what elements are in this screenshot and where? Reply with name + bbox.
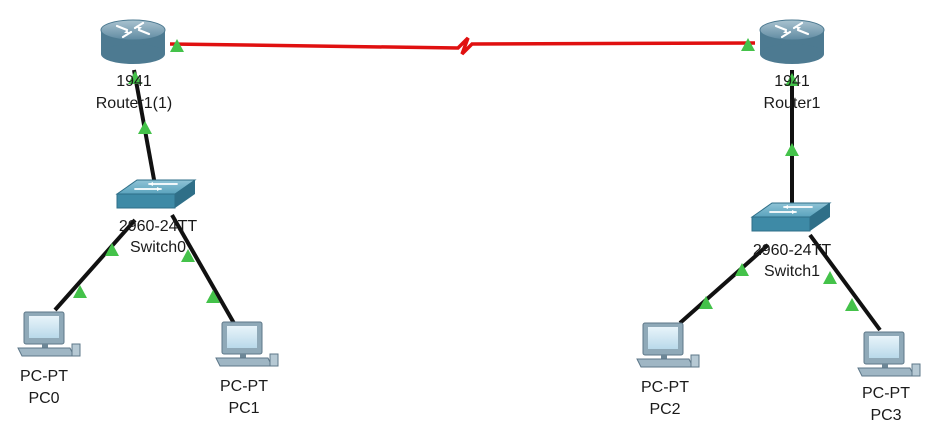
device-model-label: 1941 [774, 73, 810, 90]
switch-left[interactable]: 2960-24TT Switch0 [116, 179, 197, 256]
pc2[interactable]: PC-PT PC2 [636, 322, 700, 418]
device-model-label: PC-PT [862, 385, 910, 402]
device-model-label: 2960-24TT [119, 218, 197, 235]
device-name-label: PC3 [870, 407, 901, 424]
ethernet-link-switch-right-pc2[interactable] [678, 243, 770, 325]
link-up-indicator [823, 271, 837, 284]
router-right[interactable]: 1941 Router1 [758, 18, 826, 112]
link-up-indicator [138, 121, 152, 134]
router-icon [758, 18, 826, 66]
switch-icon [751, 202, 831, 232]
switch-right[interactable]: 2960-24TT Switch1 [751, 202, 831, 280]
device-name-label: PC0 [28, 390, 59, 407]
pc3[interactable]: PC-PT PC3 [857, 331, 921, 424]
device-model-label: 2960-24TT [753, 242, 831, 259]
device-name-label: Switch0 [130, 239, 186, 256]
device-name-label: PC1 [228, 400, 259, 417]
router-left[interactable]: 1941 Router1(1) [96, 18, 172, 112]
device-name-label: Switch1 [764, 263, 820, 280]
device-model-label: PC-PT [220, 378, 268, 395]
device-model-label: 1941 [116, 73, 152, 90]
router-icon [99, 18, 167, 66]
pc-icon [636, 322, 700, 368]
links-layer [53, 36, 882, 332]
device-name-label: Router1 [764, 95, 821, 112]
ethernet-link-switch-left-pc1[interactable] [170, 214, 237, 326]
pc-icon [17, 311, 81, 357]
device-model-label: PC-PT [641, 379, 689, 396]
link-up-indicator [785, 143, 799, 156]
pc1[interactable]: PC-PT PC1 [215, 321, 279, 417]
device-name-label: Router1(1) [96, 95, 172, 112]
pc-icon [857, 331, 921, 377]
switch-icon [116, 179, 196, 209]
device-name-label: PC2 [649, 401, 680, 418]
link-lights-layer [73, 38, 859, 311]
device-model-label: PC-PT [20, 368, 68, 385]
pc-icon [215, 321, 279, 367]
ethernet-link-switch-right-pc3[interactable] [808, 233, 882, 332]
serial-link-routers[interactable] [169, 36, 756, 56]
pc0[interactable]: PC-PT PC0 [17, 311, 81, 407]
ethernet-link-switch-left-pc0[interactable] [53, 218, 137, 312]
